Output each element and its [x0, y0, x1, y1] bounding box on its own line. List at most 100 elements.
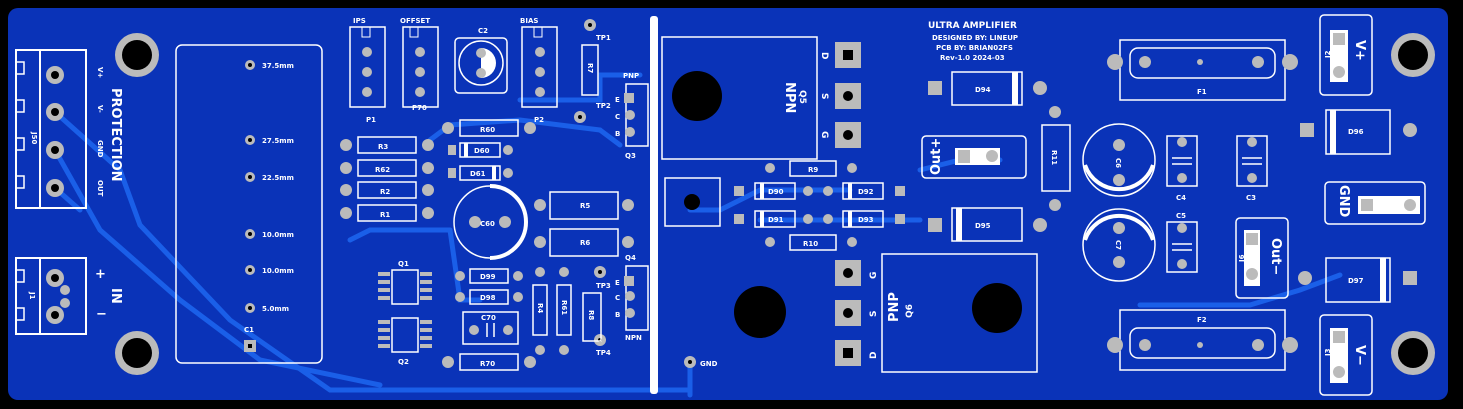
diode-d61: D61: [448, 165, 513, 181]
svg-text:S: S: [819, 93, 829, 99]
ips-connector: IPS P1: [349, 17, 386, 124]
transistor-q3: PNP E C B Q3: [615, 72, 649, 160]
svg-text:R4: R4: [536, 303, 544, 313]
size-label: 37.5mm: [262, 62, 294, 70]
j4-gnd-connector: J4 GND: [1324, 181, 1426, 225]
svg-text:TP1: TP1: [596, 34, 611, 42]
resistor-r1: R1: [340, 204, 434, 222]
fuse-f1: F1: [1107, 39, 1298, 101]
title-block: ULTRA AMPLIFIER DESIGNED BY: LINEUP PCB …: [928, 21, 1018, 62]
gnd-label: GND: [1336, 185, 1351, 218]
j6-output-minus: J6 Out−: [1235, 217, 1289, 299]
svg-text:R61: R61: [560, 300, 568, 315]
svg-text:R9: R9: [808, 166, 818, 174]
mounting-hole: [115, 33, 159, 77]
svg-text:P70: P70: [412, 104, 427, 112]
svg-text:TP4: TP4: [596, 349, 611, 357]
mounting-hole: [115, 331, 159, 375]
svg-text:B: B: [615, 311, 620, 319]
svg-text:R6: R6: [580, 239, 590, 247]
resistor-r4: R4: [532, 267, 548, 355]
c2-trimmer: C2: [454, 27, 508, 94]
svg-text:P1: P1: [366, 116, 376, 124]
svg-text:D97: D97: [1348, 277, 1364, 285]
fuse-f2: F2: [1107, 309, 1298, 371]
svg-text:R1: R1: [380, 211, 390, 219]
diode-d93: D93: [823, 210, 905, 228]
svg-text:D: D: [869, 352, 879, 359]
diode-d91: D91: [734, 210, 813, 228]
svg-text:Q5: Q5: [797, 90, 807, 104]
svg-text:NPN: NPN: [625, 334, 642, 342]
title-line2: DESIGNED BY: LINEUP: [932, 34, 1018, 42]
resistor-r2: R2: [340, 181, 434, 199]
svg-text:D95: D95: [975, 222, 991, 230]
ic-q1: Q1: [378, 260, 432, 305]
svg-text:C6: C6: [1114, 158, 1122, 168]
svg-text:R3: R3: [378, 143, 388, 151]
gnd-testpoint: GND: [684, 356, 718, 368]
svg-text:BIAS: BIAS: [520, 17, 538, 25]
svg-text:D90: D90: [768, 188, 784, 196]
svg-text:D92: D92: [858, 188, 874, 196]
capacitor-c7: C7: [1082, 208, 1156, 282]
svg-text:NPN: NPN: [782, 82, 797, 113]
svg-text:R5: R5: [580, 202, 590, 210]
in-minus-label: −: [96, 307, 107, 322]
diode-d96: D96: [1300, 109, 1417, 155]
j1-label: J1: [28, 291, 36, 300]
transistor-q5: NPN Q5 D S G: [661, 36, 861, 160]
svg-text:G: G: [819, 131, 829, 138]
title-line4: Rev-1.0 2024-03: [940, 54, 1005, 62]
svg-text:R7: R7: [586, 63, 594, 73]
capacitor-c4: C4: [1166, 135, 1198, 202]
outplus-label: Out+: [929, 138, 944, 175]
svg-text:GND: GND: [700, 360, 718, 368]
svg-text:D61: D61: [470, 170, 486, 178]
svg-text:Q1: Q1: [398, 260, 409, 268]
svg-text:C3: C3: [1246, 194, 1256, 202]
title-line3: PCB BY: BRIAN02FS: [936, 44, 1013, 52]
pin-vplus-label: V+: [96, 67, 104, 78]
in-label: IN: [108, 288, 123, 304]
diode-d92: D92: [823, 182, 905, 200]
capacitor-c6: C6: [1082, 123, 1156, 197]
diode-d60: D60: [448, 142, 513, 158]
svg-text:TP3: TP3: [596, 282, 611, 290]
svg-text:C60: C60: [480, 220, 495, 228]
mounting-hole: [1391, 33, 1435, 77]
svg-text:PNP: PNP: [887, 292, 902, 322]
svg-text:R2: R2: [380, 188, 390, 196]
svg-text:R11: R11: [1050, 150, 1058, 165]
diode-d94: D94: [928, 71, 1047, 106]
pin-out-label: OUT: [96, 180, 104, 197]
c1-label: C1: [244, 326, 254, 334]
svg-text:E: E: [615, 96, 620, 104]
j2-vplus-connector: J2 V+: [1319, 14, 1373, 96]
capacitor-c60: C60: [453, 184, 528, 260]
bias-connector: BIAS P2: [520, 17, 558, 124]
svg-text:C: C: [615, 294, 620, 302]
capacitor-c3: C3: [1236, 135, 1268, 202]
size-label: 22.5mm: [262, 174, 294, 182]
mounting-holes: [115, 33, 1435, 375]
svg-text:D99: D99: [480, 273, 496, 281]
svg-text:J4: J4: [1383, 202, 1392, 210]
diode-d99: D99: [455, 268, 523, 284]
svg-text:E: E: [615, 279, 620, 287]
size-label: 27.5mm: [262, 137, 294, 145]
ic-q2: Q2: [378, 317, 432, 366]
j50-terminal-block: J50 V+ V- GND OUT PROTECTION: [15, 49, 123, 209]
svg-text:G: G: [869, 272, 879, 279]
capacitor-c70: C70: [462, 311, 519, 345]
outminus-label: Out−: [1268, 238, 1283, 275]
svg-text:D94: D94: [975, 86, 991, 94]
mounting-hole: [1391, 331, 1435, 375]
resistor-r11: R11: [1041, 106, 1071, 211]
heatsink-divider: [650, 16, 658, 394]
svg-text:J5: J5: [973, 154, 982, 162]
svg-text:D: D: [819, 52, 829, 59]
svg-text:J2: J2: [1324, 50, 1332, 59]
svg-text:TP2: TP2: [596, 102, 611, 110]
resistor-r61: R61: [556, 267, 572, 355]
